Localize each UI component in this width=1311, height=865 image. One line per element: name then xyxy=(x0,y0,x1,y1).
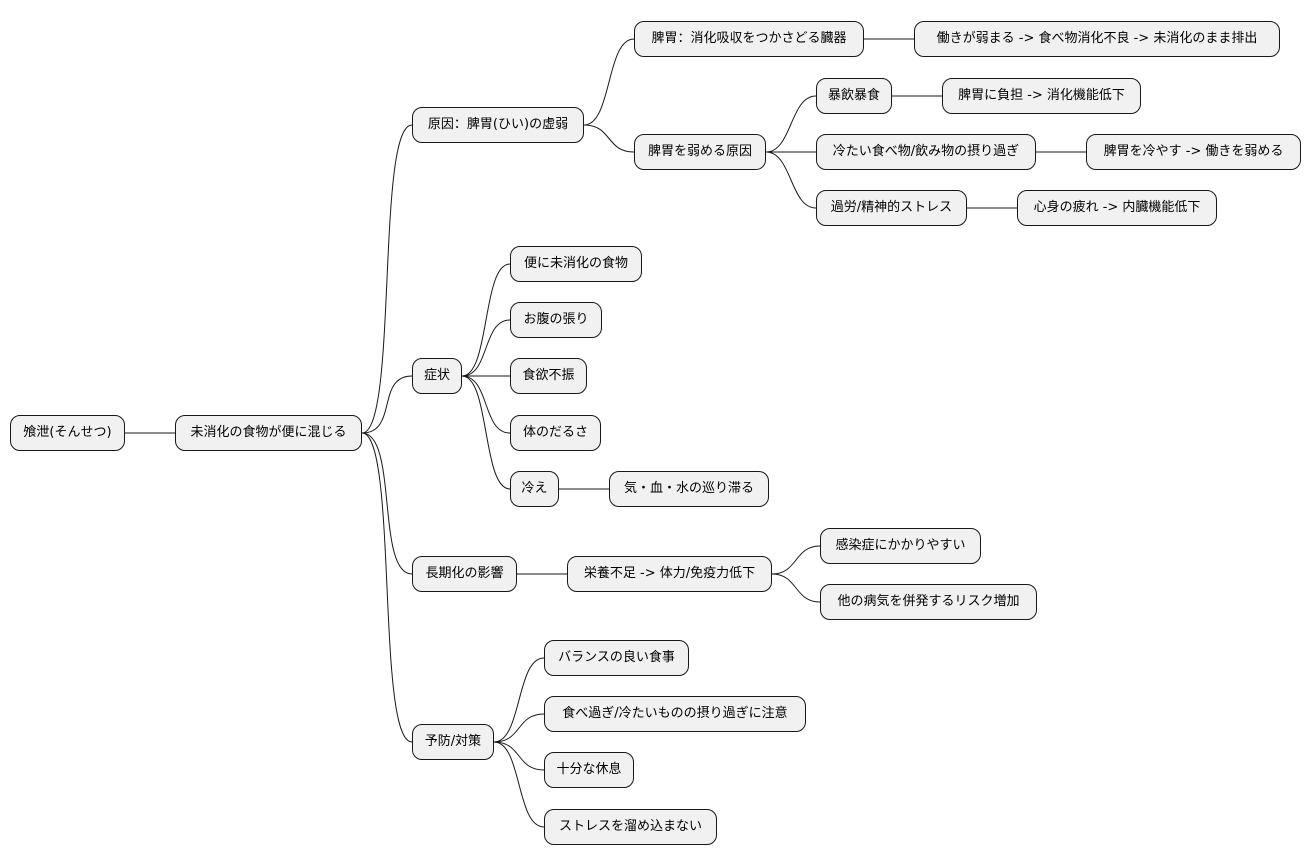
node-cause-overeat-effect: 脾胃に負担 -> 消化機能低下 xyxy=(942,78,1141,114)
edge-weaken-overeat xyxy=(765,95,817,153)
node-symptoms: 症状 xyxy=(412,358,462,394)
node-longterm-risk-1: 感染症にかかりやすい xyxy=(820,528,981,564)
node-cause-stress-effect: 心身の疲れ -> 内臓機能低下 xyxy=(1017,190,1217,226)
edge-level1-cause xyxy=(361,124,413,434)
node-root: 飧泄(そんせつ) xyxy=(10,415,125,451)
node-cause-spleen: 脾胃：消化吸収をつかさどる臓器 xyxy=(634,21,864,57)
edge-level1-prevention xyxy=(361,432,413,743)
edge-prevention-p4 xyxy=(493,741,545,828)
node-symptom-4: 体のだるさ xyxy=(510,415,601,451)
node-cause-weaken: 脾胃を弱める原因 xyxy=(634,134,766,170)
edge-level1-symptoms xyxy=(361,375,413,434)
node-level1: 未消化の食物が便に混じる xyxy=(175,415,362,451)
edge-prevention-p2 xyxy=(493,713,545,743)
node-cause-overeat: 暴飲暴食 xyxy=(816,78,892,114)
node-symptom-5-effect: 気・血・水の巡り滞る xyxy=(609,471,769,507)
node-longterm-effect: 栄養不足 -> 体力/免疫力低下 xyxy=(567,556,772,592)
edge-symptoms-s5 xyxy=(461,375,511,490)
node-cause-cold: 冷たい食べ物/飲み物の摂り過ぎ xyxy=(816,134,1036,170)
node-longterm-risk-2: 他の病気を併発するリスク増加 xyxy=(820,584,1037,620)
node-prevention-3: 十分な休息 xyxy=(544,752,634,788)
node-symptom-5: 冷え xyxy=(510,471,559,507)
node-prevention-1: バランスの良い食事 xyxy=(544,640,689,676)
node-symptom-1: 便に未消化の食物 xyxy=(510,246,642,282)
edge-effect-r1 xyxy=(771,545,821,575)
edge-symptoms-s1 xyxy=(461,263,511,377)
node-cause-stress: 過労/精神的ストレス xyxy=(816,190,967,226)
node-prevention: 予防/対策 xyxy=(412,724,494,760)
edge-symptoms-s2 xyxy=(461,319,511,377)
node-cause: 原因：脾胃(ひい)の虚弱 xyxy=(412,107,584,143)
edge-symptoms-s4 xyxy=(461,375,511,434)
edge-effect-r2 xyxy=(771,573,821,603)
node-prevention-2: 食べ過ぎ/冷たいものの摂り過ぎに注意 xyxy=(544,696,806,732)
node-cause-spleen-effect: 働きが弱まる -> 食べ物消化不良 -> 未消化のまま排出 xyxy=(914,21,1280,57)
node-cause-cold-effect: 脾胃を冷やす -> 働きを弱める xyxy=(1086,134,1301,170)
edge-cause-weaken xyxy=(583,124,635,153)
edge-prevention-p1 xyxy=(493,657,545,743)
node-symptom-3: 食欲不振 xyxy=(510,358,587,394)
edge-weaken-stress xyxy=(765,151,817,209)
edge-level1-longterm xyxy=(361,432,413,575)
edge-prevention-p3 xyxy=(493,741,545,771)
node-prevention-4: ストレスを溜め込まない xyxy=(544,809,717,845)
edge-cause-spleen xyxy=(583,38,635,126)
node-symptom-2: お腹の張り xyxy=(510,302,602,338)
node-longterm: 長期化の影響 xyxy=(412,556,517,592)
